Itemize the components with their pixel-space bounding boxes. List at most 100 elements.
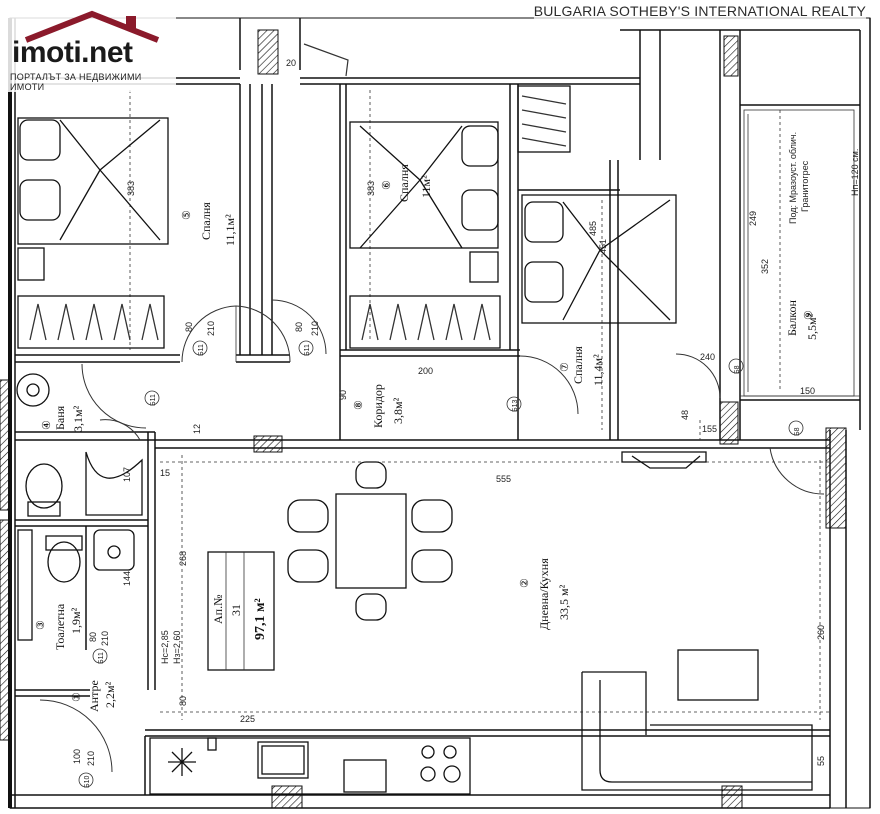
bed-room-6 [349, 121, 499, 283]
door-swings [39, 43, 825, 773]
room-1-num: ① [71, 692, 83, 702]
wardrobe-room-5 [17, 295, 165, 349]
wardrobe-hall [517, 85, 571, 153]
door-width-3: 80 [88, 632, 98, 642]
apartment-area: 97,1 м² [253, 598, 268, 640]
room-5-num: ⑤ [181, 210, 193, 220]
room-6-area: 11м² [419, 175, 433, 198]
room-7-name: Спалня [571, 346, 585, 384]
room-8-num: ⑧ [353, 400, 365, 410]
dim-90: 90 [338, 390, 348, 400]
dim-451: 451 [598, 239, 608, 254]
door-height-2: 210 [310, 321, 320, 336]
sofa [581, 649, 813, 791]
room-4-area: 3,1м² [71, 405, 85, 432]
room-9-area: 5,5м² [805, 313, 819, 340]
dining-table [287, 461, 453, 621]
dim-80: 80 [178, 696, 188, 706]
dim-240: 240 [700, 352, 715, 362]
room-2-num: ② [519, 578, 531, 588]
door-tag-6: Б10 [84, 776, 91, 788]
balcony-rail-note: Нп=120 см. [850, 149, 860, 196]
door-tags: Б11 Б11 Б13 Б11 Б11 Б10 Б8 Б8 80 210 80 … [72, 321, 804, 788]
room-labels: ⑤ Спалня 11,1м² ⑥ Спалня 11м² ⑦ Спалня 1… [35, 132, 860, 712]
balcony-floor-note-2: Гранитогрес [800, 160, 810, 212]
kitchen-counter [149, 737, 471, 795]
room-5-area: 11,1м² [223, 214, 237, 246]
dim-107: 107 [122, 467, 132, 482]
room-3-name: Тоалетна [53, 603, 67, 650]
balcony-floor-note: Под: Мразоуст. облич. [788, 132, 798, 224]
dim-383-b: 383 [366, 181, 376, 196]
door-tag-5: Б11 [98, 652, 105, 664]
room-6-num: ⑥ [381, 180, 393, 190]
door-height-1: 210 [206, 321, 216, 336]
room-7-area: 11,4м² [591, 354, 605, 386]
dimension-guides [129, 90, 830, 720]
room-9-num: ⑨ [803, 310, 815, 320]
apartment-label: Ап.№ [211, 594, 225, 624]
room-8-area: 3,8м² [391, 397, 405, 424]
door-width-4: 100 [72, 749, 82, 764]
room-6-name: Спалня [397, 164, 411, 202]
dim-12: 12 [192, 424, 202, 434]
room-4-name: Баня [53, 405, 67, 430]
door-tag-2: Б11 [304, 344, 311, 356]
wall-columns [0, 29, 847, 809]
door-tag-8: Б8 [794, 427, 801, 436]
dim-485: 485 [588, 221, 598, 236]
room-5-name: Спалня [199, 202, 213, 240]
room-7-num: ⑦ [559, 362, 571, 372]
dim-155: 155 [702, 424, 717, 434]
room-2-name: Дневна/Кухня [537, 558, 551, 630]
interior-walls [15, 84, 860, 795]
room-1-name: Антре [87, 680, 101, 712]
brand-logo: imoti.net ПОРТАЛЪТ ЗА НЕДВИЖИМИ ИМОТИ [4, 6, 176, 92]
dim-144: 144 [122, 571, 132, 586]
brand-name: imoti.net [12, 36, 133, 69]
wardrobe-room-6 [349, 295, 501, 349]
door-height-4: 210 [86, 751, 96, 766]
door-tag-7: Б8 [734, 365, 741, 374]
room-2-area: 33,5 м² [557, 584, 571, 620]
dim-200: 200 [418, 366, 433, 376]
dimension-labels: 383 383 451 485 249 352 555 268 260 107 … [122, 58, 826, 766]
dim-268: 268 [178, 551, 188, 566]
tv-unit [621, 451, 707, 469]
room-3-area: 1,9м² [69, 607, 83, 634]
height-note-1: Нс=2,85 [160, 630, 170, 664]
bed-room-5 [17, 117, 169, 281]
dim-55: 55 [816, 756, 826, 766]
dim-260: 260 [816, 625, 826, 640]
brand-tagline: ПОРТАЛЪТ ЗА НЕДВИЖИМИ ИМОТИ [10, 72, 142, 92]
house-roof-icon [24, 10, 160, 43]
apartment-number: 31 [229, 604, 243, 616]
dim-150: 150 [800, 386, 815, 396]
dim-48: 48 [680, 410, 690, 420]
watermark-text: BULGARIA SOTHEBY'S INTERNATIONAL REALTY [533, 3, 866, 19]
bed-room-7 [521, 194, 677, 324]
room-4-num: ④ [41, 420, 53, 430]
balcony-frame [740, 109, 860, 397]
door-tag-1: Б11 [198, 344, 205, 356]
door-height-3: 210 [100, 631, 110, 646]
dim-249: 249 [748, 211, 758, 226]
dim-225: 225 [240, 714, 255, 724]
room-9-name: Балкон [785, 299, 799, 336]
outer-walls [8, 17, 871, 809]
apartment-info-box: Ап.№ 31 97,1 м² Нс=2,85 Нз=2,60 [160, 551, 275, 671]
dim-20: 20 [286, 58, 296, 68]
door-width-2: 80 [294, 322, 304, 332]
room-1-area: 2,2м² [103, 681, 117, 708]
dim-555: 555 [496, 474, 511, 484]
room-8-name: Коридор [371, 384, 385, 428]
door-width-1: 80 [184, 322, 194, 332]
room-3-num: ③ [35, 620, 47, 630]
door-tag-4: Б11 [150, 394, 157, 406]
dim-15: 15 [160, 468, 170, 478]
bathroom-fixtures [16, 373, 143, 641]
dim-352: 352 [760, 259, 770, 274]
dim-383-a: 383 [126, 181, 136, 196]
door-tag-3: Б13 [512, 400, 519, 412]
